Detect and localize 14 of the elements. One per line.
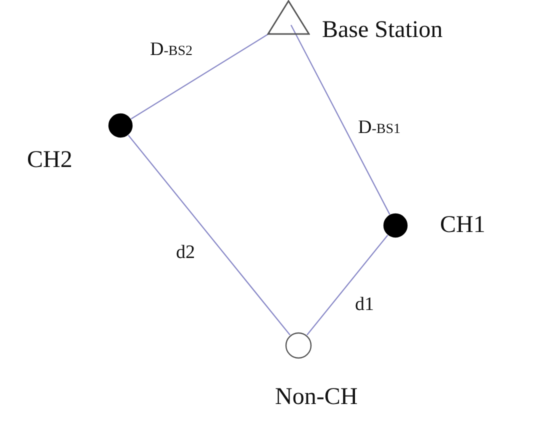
cluster-head-node	[108, 113, 133, 138]
node-label: Non-CH	[275, 385, 358, 409]
sensor-node	[285, 332, 312, 359]
node-label: CH1	[440, 213, 486, 237]
edge-label: d2	[176, 243, 195, 262]
link-line	[306, 234, 388, 336]
node-label: Base Station	[322, 18, 443, 42]
link-line	[290, 24, 390, 215]
link-line	[128, 134, 290, 336]
cluster-head-node	[383, 213, 408, 238]
edge-label: d1	[355, 295, 374, 314]
base-station-triangle	[267, 0, 310, 35]
link-line	[130, 32, 270, 120]
node-label: CH2	[27, 148, 72, 172]
